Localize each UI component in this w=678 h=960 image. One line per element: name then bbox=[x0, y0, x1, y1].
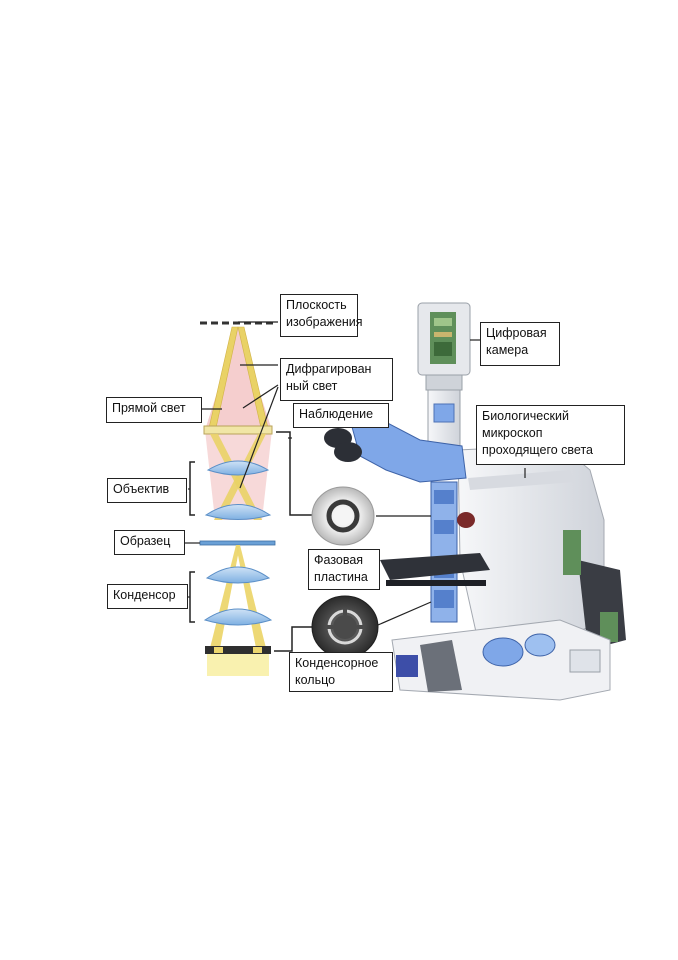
specimen-slide bbox=[199, 540, 276, 546]
annulus-connector bbox=[274, 626, 312, 652]
label-objective: Объектив bbox=[107, 478, 187, 503]
ray-diagram bbox=[185, 321, 312, 676]
base-arm bbox=[420, 640, 462, 692]
leader-condenser-annulus bbox=[377, 601, 432, 626]
diffracted-light-cone bbox=[205, 327, 272, 430]
label-direct-light: Прямой свет bbox=[106, 397, 202, 423]
condenser-beam-right bbox=[236, 545, 266, 648]
lamp-housing bbox=[569, 649, 601, 673]
label-condenser-annulus: Конденсорное кольцо bbox=[289, 652, 393, 692]
objective-beam-b bbox=[214, 434, 266, 520]
objective-lens-upper bbox=[206, 460, 270, 476]
phase-plate-connector bbox=[276, 431, 312, 516]
condenser-annulus-bar bbox=[205, 646, 271, 654]
label-condenser: Конденсор bbox=[107, 584, 188, 609]
light-source-glow bbox=[207, 654, 269, 676]
condenser-lens-lower bbox=[203, 608, 273, 626]
label-digital-camera: Цифровая камера bbox=[480, 322, 560, 366]
condenser-beam-left bbox=[210, 545, 240, 648]
leader-diffracted-c bbox=[239, 386, 279, 489]
base-emblem bbox=[396, 655, 418, 677]
body-circuit-board-2 bbox=[600, 612, 618, 642]
illuminator-lens-2 bbox=[524, 633, 556, 657]
microscope-icon bbox=[324, 302, 626, 701]
body-top-panel bbox=[468, 470, 575, 490]
condenser-lens-upper bbox=[205, 566, 271, 584]
label-diffracted-light: Дифрагирован ный свет bbox=[280, 358, 393, 401]
illuminator-lens-1 bbox=[482, 637, 524, 667]
focus-knob bbox=[457, 512, 475, 528]
objective-lens-lower bbox=[204, 504, 272, 520]
eyepiece-head bbox=[351, 417, 467, 483]
phase-plate-bar bbox=[203, 425, 273, 435]
condenser-bracket bbox=[189, 571, 195, 623]
annulus-opening-left bbox=[214, 647, 223, 653]
leader-diffracted-b bbox=[242, 384, 279, 409]
objective-bracket bbox=[189, 461, 195, 516]
label-specimen: Образец bbox=[114, 530, 185, 555]
body-circuit-board bbox=[563, 530, 581, 575]
condenser-annulus-ring-icon bbox=[311, 595, 379, 659]
microscope-stage bbox=[380, 553, 490, 580]
label-microscope: Биологический микроскоп проходящего свет… bbox=[476, 405, 625, 465]
label-phase-plate: Фазовая пластина bbox=[308, 549, 380, 590]
annulus-opening-right bbox=[253, 647, 262, 653]
digital-camera-icon bbox=[417, 302, 471, 391]
label-image-plane: Плоскость изображения bbox=[280, 294, 363, 337]
eyepiece-right bbox=[334, 442, 362, 462]
label-observation: Наблюдение bbox=[293, 403, 389, 428]
phase-plate-ring-icon bbox=[311, 486, 375, 546]
